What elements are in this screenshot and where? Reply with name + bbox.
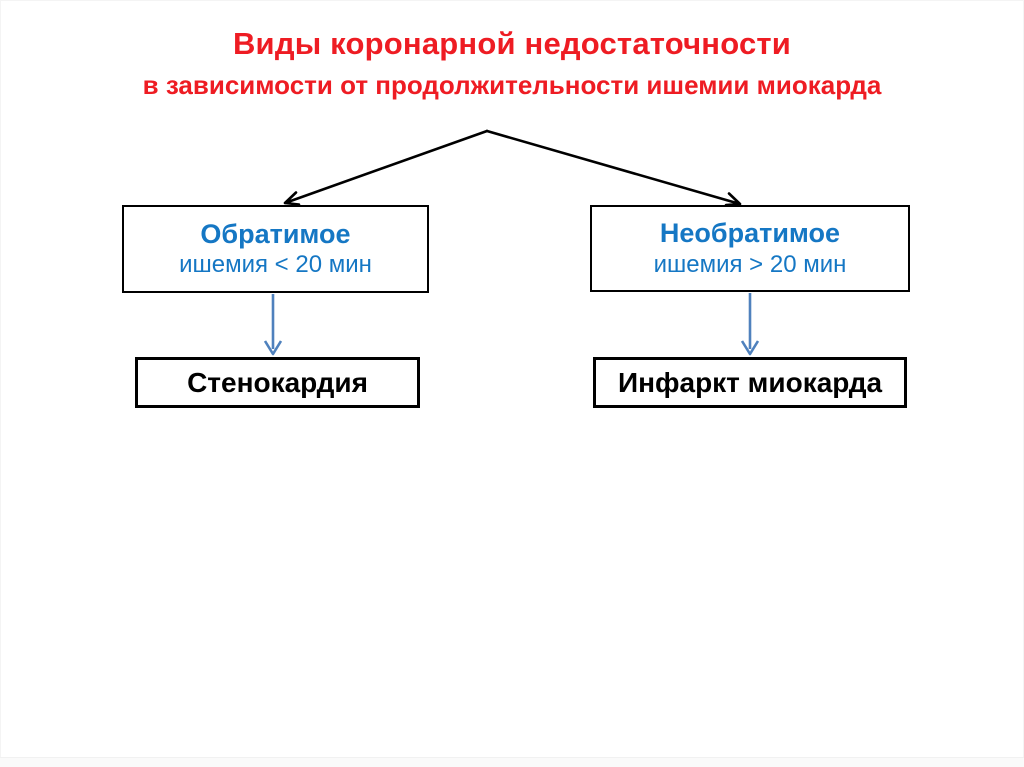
node-irreversible-title: Необратимое	[659, 218, 841, 249]
slide-subtitle: в зависимости от продолжительности ишеми…	[142, 69, 882, 100]
branch-arrow-left	[283, 129, 489, 206]
node-infarction-label: Инфаркт миокарда	[617, 366, 883, 398]
node-irreversible-detail: ишемия > 20 мин	[653, 250, 847, 278]
down-arrow-left	[263, 294, 283, 356]
down-arrow-right	[740, 293, 760, 356]
slide-heading: Виды коронарной недостаточности в зависи…	[0, 26, 1024, 99]
node-infarction: Инфаркт миокарда	[593, 357, 907, 408]
node-reversible-detail: ишемия < 20 мин	[179, 251, 372, 279]
node-reversible: Обратимое ишемия < 20 мин	[122, 205, 429, 293]
branch-arrow-right	[485, 129, 742, 207]
node-angina-label: Стенокардия	[187, 366, 368, 398]
slide-title: Виды коронарной недостаточности	[232, 26, 792, 61]
node-irreversible: Необратимое ишемия > 20 мин	[590, 205, 910, 292]
page-footer-strip	[0, 757, 1024, 767]
node-angina: Стенокардия	[135, 357, 420, 408]
node-reversible-title: Обратимое	[200, 218, 351, 249]
